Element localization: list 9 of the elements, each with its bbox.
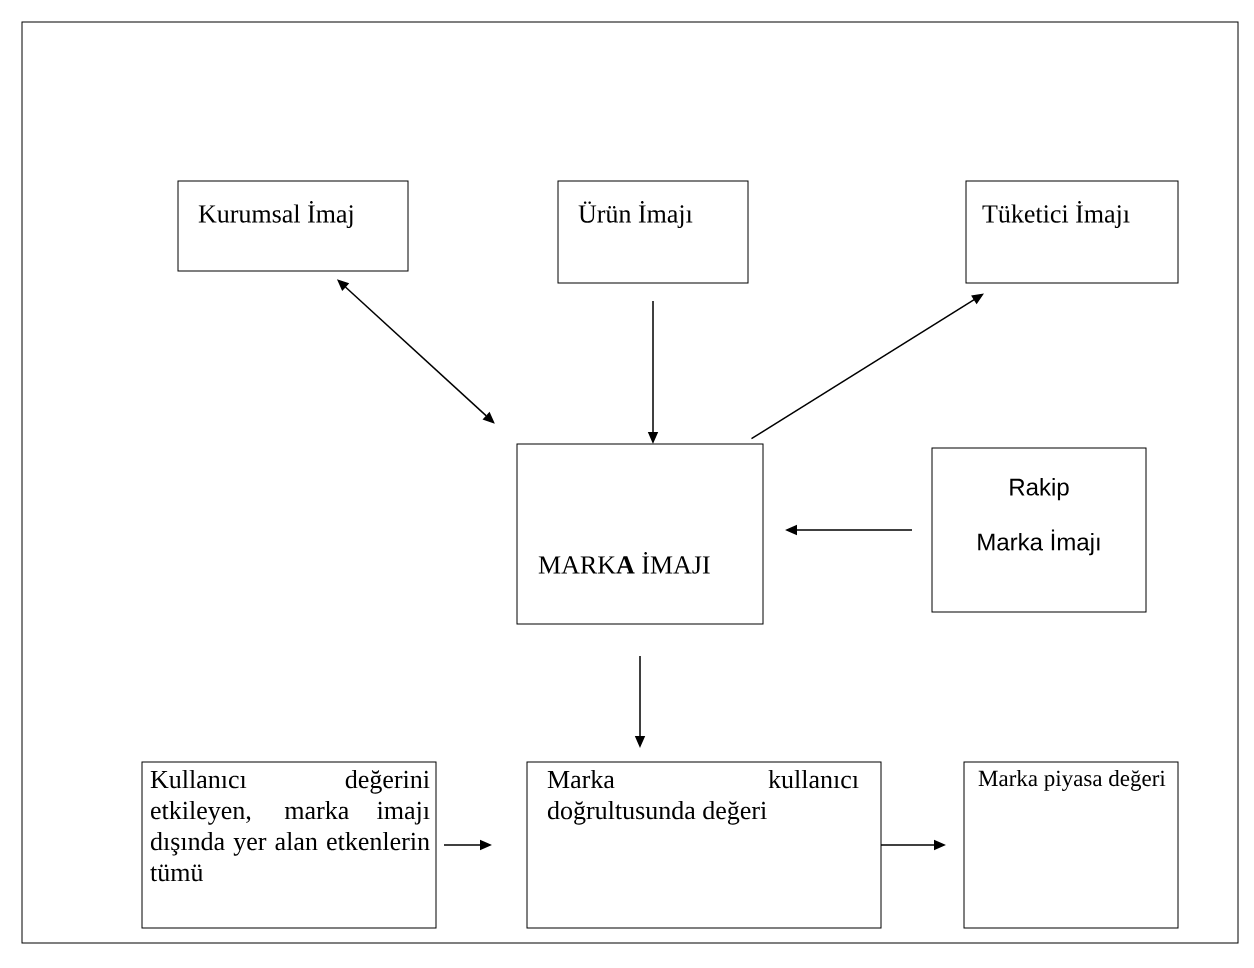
arrow — [750, 293, 984, 440]
process-box: MARKA İMAJI — [516, 443, 764, 625]
process-box: Marka piyasa değeri — [963, 761, 1179, 929]
process-box: Rakip Marka İmajı — [931, 447, 1147, 613]
process-box: Ürün İmajı — [557, 180, 749, 284]
process-box: Marka kullanıcı doğrultusunda değeri — [526, 761, 882, 929]
process-box: Tüketici İmajı — [965, 180, 1179, 284]
process-box: Kurumsal İmaj — [177, 180, 409, 272]
process-box: Kullanıcı değerini etkileyen, marka imajı dışında yer alan etkenlerin tümü — [141, 761, 437, 929]
